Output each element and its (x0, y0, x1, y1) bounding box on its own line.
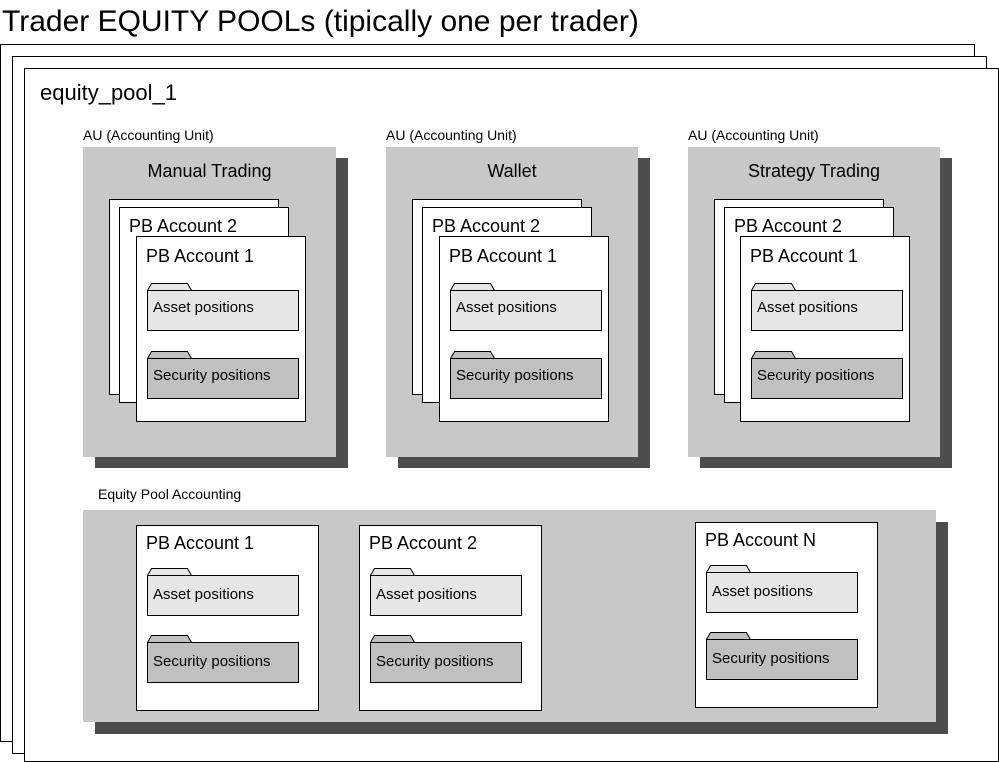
au-caption: AU (Accounting Unit) (83, 127, 214, 143)
pool-accounting-box: PB Account 1 Asset positions Security po… (83, 510, 936, 722)
security-positions-folder: Security positions (147, 635, 299, 683)
au-title: Strategy Trading (747, 161, 881, 181)
asset-positions-label: Asset positions (757, 299, 858, 316)
au-box-manual-trading: Manual Trading PB Account 2 PB Account 1… (83, 147, 336, 457)
pb-account-title: PB Account 2 (432, 216, 541, 236)
pb-account-title: PB Account 2 (734, 216, 843, 236)
pool-accounting-caption: Equity Pool Accounting (98, 486, 242, 502)
pb-account-card: PB Account N Asset positions Security po… (695, 522, 878, 708)
asset-positions-label: Asset positions (153, 299, 254, 316)
pb-account-title: PB Account 1 (146, 533, 255, 553)
au-caption: AU (Accounting Unit) (688, 127, 819, 143)
security-positions-label: Security positions (456, 367, 574, 384)
au-caption: AU (Accounting Unit) (386, 127, 517, 143)
asset-positions-folder: Asset positions (751, 283, 903, 331)
security-positions-folder: Security positions (706, 632, 858, 680)
pb-account-title: PB Account 1 (146, 246, 255, 266)
pb-account-title: PB Account 2 (129, 216, 238, 236)
security-positions-folder: Security positions (147, 351, 299, 399)
security-positions-label: Security positions (712, 650, 830, 667)
security-positions-label: Security positions (757, 367, 875, 384)
security-positions-label: Security positions (153, 367, 271, 384)
asset-positions-folder: Asset positions (450, 283, 602, 331)
pb-account-card: PB Account 1 Asset positions Security po… (136, 525, 319, 711)
pb-account-card: PB Account 2 Asset positions Security po… (359, 525, 542, 711)
au-box-wallet: Wallet PB Account 2 PB Account 1 Asset p… (386, 147, 638, 457)
asset-positions-folder: Asset positions (147, 568, 299, 616)
pb-account-card: PB Account 1 Asset positions Security po… (136, 236, 306, 422)
pb-account-title: PB Account 1 (750, 246, 859, 266)
asset-positions-folder: Asset positions (706, 565, 858, 613)
pool-label: equity_pool_1 (40, 80, 178, 105)
diagram-title: Trader EQUITY POOLs (tipically one per t… (2, 5, 639, 38)
au-title: Manual Trading (147, 161, 272, 181)
security-positions-folder: Security positions (370, 635, 522, 683)
pb-account-title: PB Account 2 (369, 533, 478, 553)
security-positions-folder: Security positions (450, 351, 602, 399)
security-positions-label: Security positions (153, 653, 271, 670)
asset-positions-label: Asset positions (376, 586, 477, 603)
au-box-strategy-trading: Strategy Trading PB Account 2 PB Account… (688, 147, 940, 457)
pb-account-title: PB Account N (705, 530, 817, 550)
au-title: Wallet (487, 161, 537, 181)
asset-positions-label: Asset positions (153, 586, 254, 603)
pb-account-card: PB Account 1 Asset positions Security po… (740, 236, 910, 422)
asset-positions-label: Asset positions (712, 583, 813, 600)
security-positions-label: Security positions (376, 653, 494, 670)
asset-positions-label: Asset positions (456, 299, 557, 316)
asset-positions-folder: Asset positions (370, 568, 522, 616)
pb-account-title: PB Account 1 (449, 246, 558, 266)
asset-positions-folder: Asset positions (147, 283, 299, 331)
pb-account-card: PB Account 1 Asset positions Security po… (439, 236, 609, 422)
security-positions-folder: Security positions (751, 351, 903, 399)
